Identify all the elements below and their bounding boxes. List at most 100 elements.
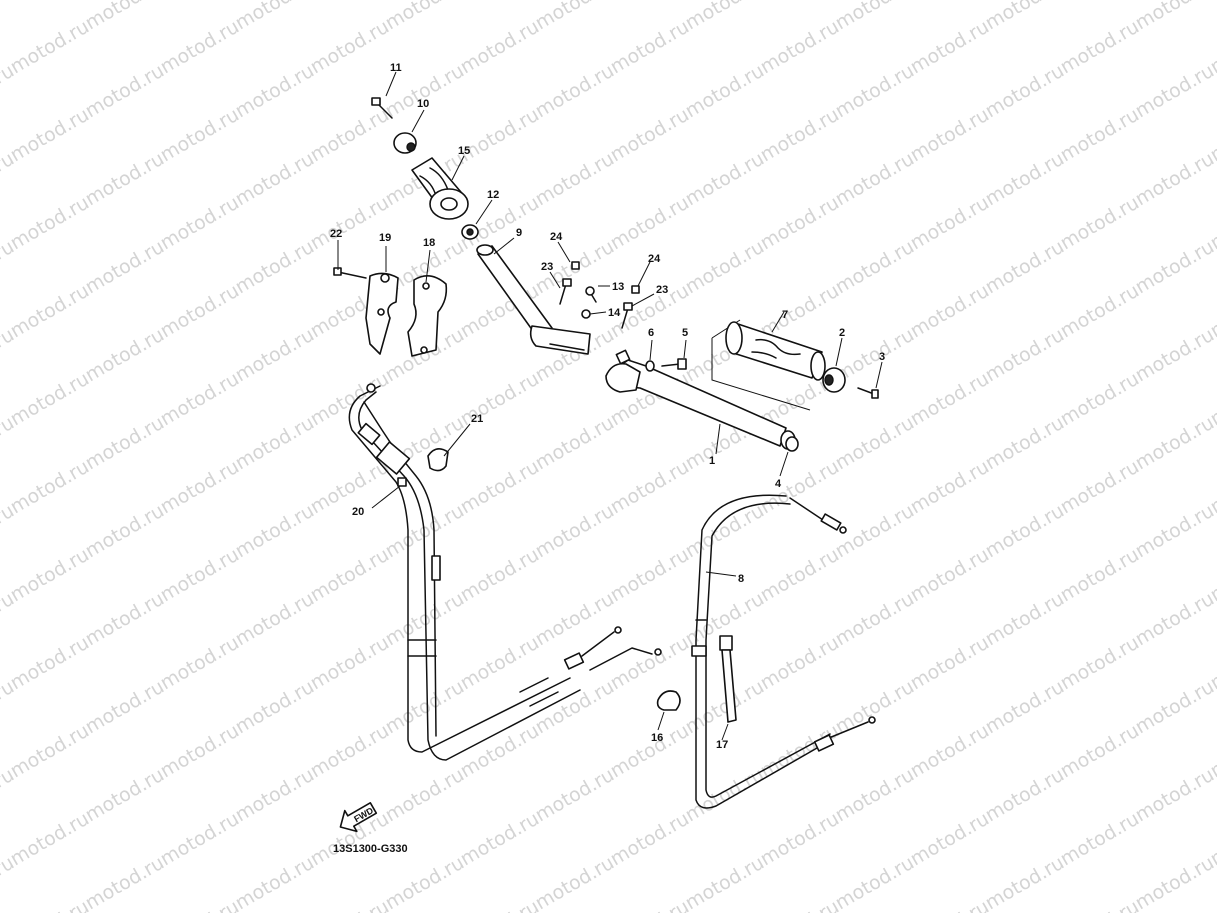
callout-24-lower: 24 xyxy=(648,253,661,265)
watermark-text: motod.ru xyxy=(232,764,318,827)
watermark-text: motod.ru xyxy=(907,280,993,343)
watermark-text: motod.ru xyxy=(82,412,168,475)
callout-19: 19 xyxy=(379,232,391,244)
watermark-text: motod.ru xyxy=(1132,852,1217,913)
watermark-text: motod.ru xyxy=(232,60,318,123)
watermark-text: motod.ru xyxy=(7,456,93,519)
watermark-text: motod.ru xyxy=(532,676,618,739)
callout-4: 4 xyxy=(775,478,782,490)
watermark-text: motod.ru xyxy=(457,16,543,79)
watermark-text: motod.ru xyxy=(1057,720,1143,783)
watermark-text: motod.ru xyxy=(157,456,243,519)
watermark-text: motod.ru xyxy=(1132,236,1217,299)
watermark-text: motod.ru xyxy=(682,852,768,913)
watermark-text: motod.ru xyxy=(307,632,393,695)
watermark-text: motod.ru xyxy=(532,148,618,211)
washer-part xyxy=(645,360,655,372)
watermark-text: motod.ru xyxy=(7,632,93,695)
watermark-text: motod.ru xyxy=(1057,456,1143,519)
callout-11: 11 xyxy=(390,62,402,74)
bolt-23-upper-part xyxy=(559,278,572,305)
watermark-text: motod.ru xyxy=(757,544,843,607)
watermark-text: motod.ru xyxy=(82,148,168,211)
watermark-text: motod.ru xyxy=(7,896,93,913)
callout-10: 10 xyxy=(417,98,429,110)
watermark-text: motod.ru xyxy=(1057,632,1143,695)
watermark-text: motod.ru xyxy=(757,192,843,255)
watermark-text: motod.ru xyxy=(307,896,393,913)
watermark-text: motod.ru xyxy=(982,412,1068,475)
watermark-text: motod.ru xyxy=(982,60,1068,123)
watermark-text: motod.ru xyxy=(232,0,318,34)
right-grip-part xyxy=(725,321,826,381)
callout-15: 15 xyxy=(458,145,470,157)
watermark-text: motod.ru xyxy=(832,60,918,123)
watermark-text: motod.ru xyxy=(82,60,168,123)
watermark-text: motod.ru xyxy=(532,588,618,651)
watermark-text: motod.ru xyxy=(1132,764,1217,827)
watermark-text: motod.ru xyxy=(7,808,93,871)
nut-24-lower-part xyxy=(631,285,640,294)
callout-21: 21 xyxy=(471,413,483,425)
watermark-text: motod.ru xyxy=(907,720,993,783)
watermark-text: motod.ru xyxy=(82,324,168,387)
watermark-text: motod.ru xyxy=(757,104,843,167)
watermark-text: motod.ru xyxy=(382,764,468,827)
throttle-weight-part xyxy=(393,132,417,154)
watermark-text: motod.ru xyxy=(157,368,243,431)
callout-17: 17 xyxy=(716,739,728,751)
throttle-screw-part xyxy=(371,97,393,119)
watermark-text: motod.ru xyxy=(157,104,243,167)
watermark-text: motod.ru xyxy=(82,852,168,913)
nut-24-upper-part xyxy=(571,261,580,270)
watermark-text: motod.ru xyxy=(457,456,543,519)
watermark-text: motod.ru xyxy=(7,16,93,79)
watermark-text: motod.ru xyxy=(1057,280,1143,343)
watermark-text: motod.ru xyxy=(1057,808,1143,871)
callout-23-lower: 23 xyxy=(656,284,668,296)
clamp-bolt-part xyxy=(661,358,687,370)
watermark-text: motod.ru xyxy=(1132,676,1217,739)
watermark-text: motod.ru xyxy=(0,0,18,34)
watermark-text: motod.ru xyxy=(982,588,1068,651)
watermark-text: motod.ru xyxy=(682,500,768,563)
cable-tie-17-part xyxy=(719,635,737,723)
watermark-text: motod.ru xyxy=(1132,0,1217,34)
watermark-text: motod.ru xyxy=(307,720,393,783)
watermark-text: motod.ru xyxy=(757,896,843,913)
watermark-text: motod.ru xyxy=(457,544,543,607)
housing-18-part xyxy=(407,275,448,357)
cable-clamp-21-part xyxy=(427,448,449,472)
watermark-text: motod.ru xyxy=(157,896,243,913)
watermark-text: motod.ru xyxy=(457,192,543,255)
callout-13: 13 xyxy=(612,281,624,293)
watermark-text: motod.ru xyxy=(607,104,693,167)
watermark-text: motod.ru xyxy=(607,16,693,79)
watermark-text: motod.ru xyxy=(82,236,168,299)
watermark-text: motod.ru xyxy=(832,676,918,739)
watermark-text: motod.ru xyxy=(7,544,93,607)
watermark-text: motod.ru xyxy=(832,412,918,475)
watermark-text: motod.ru xyxy=(157,720,243,783)
watermark-text: motod.ru xyxy=(1132,148,1217,211)
watermark-text: motod.ru xyxy=(607,456,693,519)
watermark-text: motod.ru xyxy=(457,368,543,431)
watermark-text: motod.ru xyxy=(382,852,468,913)
watermark-text: motod.ru xyxy=(7,192,93,255)
watermark-text: motod.ru xyxy=(1132,324,1217,387)
watermark-text: motod.ru xyxy=(607,808,693,871)
screw-13-part xyxy=(585,286,597,303)
watermark-text: motod.ru xyxy=(7,280,93,343)
watermark-text: motod.ru xyxy=(832,0,918,34)
cable-clip-16-part xyxy=(656,690,681,711)
watermark-text: motod.ru xyxy=(1057,368,1143,431)
watermark-text: motod.ru xyxy=(157,544,243,607)
watermark-text: motod.ru xyxy=(832,148,918,211)
watermark-text: motod.ru xyxy=(907,16,993,79)
clutch-cable-part xyxy=(691,494,876,809)
watermark-text: motod.ru xyxy=(907,192,993,255)
watermark-text: motod.ru xyxy=(757,280,843,343)
callout-24-upper: 24 xyxy=(550,231,563,243)
watermark-text: motod.ru xyxy=(607,720,693,783)
